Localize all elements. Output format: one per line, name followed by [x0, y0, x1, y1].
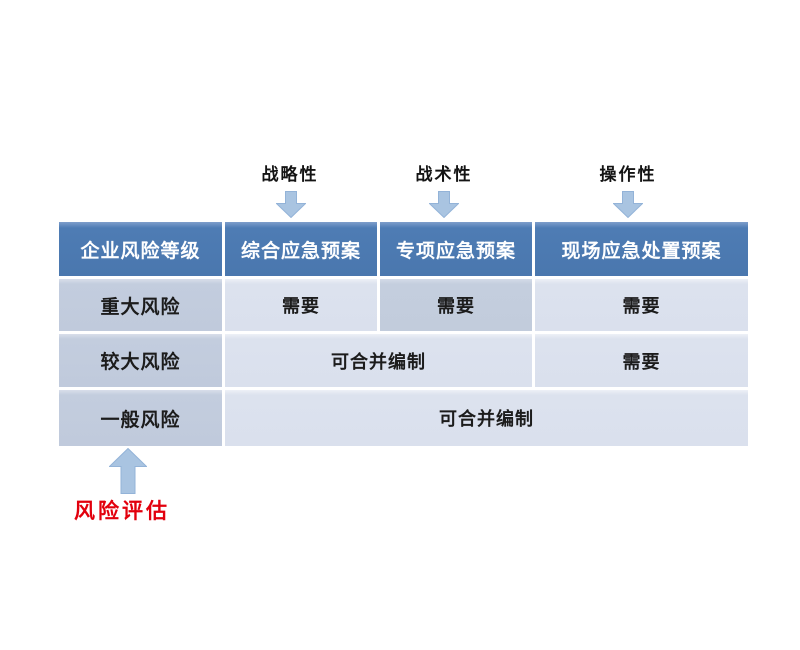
table-cell: 需要 [535, 334, 748, 387]
table-cell: 需要 [225, 279, 377, 331]
up-arrow-icon [109, 448, 147, 494]
row-label-general-risk: 一般风险 [59, 390, 222, 446]
risk-assessment-label: 风险评估 [74, 498, 170, 523]
top-label-strategic: 战略性 [261, 165, 319, 185]
down-arrow-icon [613, 191, 643, 218]
table-cell: 需要 [535, 279, 748, 331]
row-label-major-risk: 重大风险 [59, 279, 222, 331]
table-cell-highlighted: 需要 [380, 279, 532, 331]
header-cell-special-plan: 专项应急预案 [380, 222, 532, 276]
table-cell-merged: 可合并编制 [225, 334, 532, 387]
header-cell-comprehensive-plan: 综合应急预案 [225, 222, 377, 276]
risk-plan-table: 企业风险等级 综合应急预案 专项应急预案 现场应急处置预案 重大风险 需要 需要… [59, 222, 748, 446]
top-label-operational: 操作性 [599, 165, 657, 185]
down-arrow-icon [276, 191, 306, 218]
header-cell-risk-level: 企业风险等级 [59, 222, 222, 276]
header-cell-onsite-plan: 现场应急处置预案 [535, 222, 748, 276]
down-arrow-icon [429, 191, 459, 218]
top-label-tactical: 战术性 [415, 165, 473, 185]
table-cell-merged: 可合并编制 [225, 390, 748, 446]
row-label-relatively-major-risk: 较大风险 [59, 334, 222, 387]
